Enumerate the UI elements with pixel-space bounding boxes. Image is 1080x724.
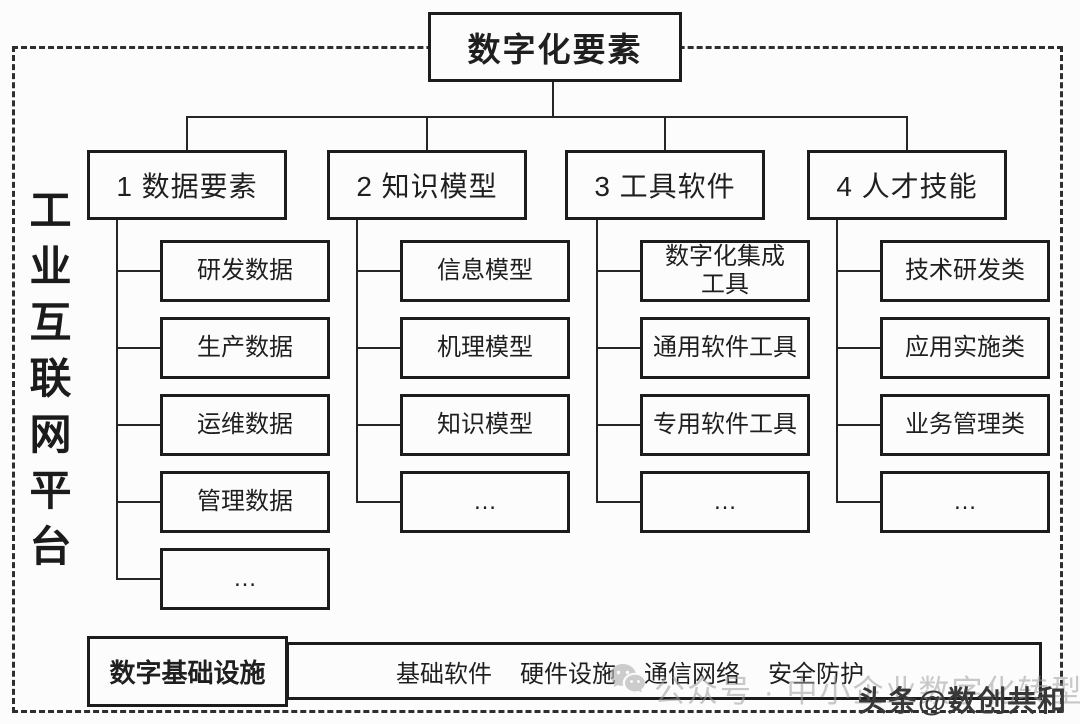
connector-spine-branch-2 xyxy=(356,220,358,503)
child-node-label: 业务管理类 xyxy=(905,411,1025,439)
connector-stub xyxy=(836,270,880,272)
child-node-ellipsis: … xyxy=(640,471,810,533)
infrastructure-item: 安全防护 xyxy=(768,660,864,688)
branch-label: 2 知识模型 xyxy=(356,171,498,202)
root-node: 数字化要素 xyxy=(428,12,682,82)
connector-spine-branch-3 xyxy=(596,220,598,503)
child-node: 研发数据 xyxy=(160,240,330,302)
child-node-ellipsis: … xyxy=(400,471,570,533)
connector-drop-branch-2 xyxy=(426,116,428,150)
connector-main-rail xyxy=(186,116,908,118)
watermark-dark-text: 头条@数创共和 xyxy=(858,686,1068,718)
child-node: 信息模型 xyxy=(400,240,570,302)
connector-stub xyxy=(116,578,160,580)
watermark-light-text: 公众号 · 中小企业数字化转型 xyxy=(654,674,1080,709)
child-node: 机理模型 xyxy=(400,317,570,379)
child-node-label: 技术研发类 xyxy=(905,257,1025,285)
child-node: 管理数据 xyxy=(160,471,330,533)
connector-stub xyxy=(836,501,880,503)
child-node-label: 运维数据 xyxy=(197,411,293,439)
platform-label: 工业互联网平台 xyxy=(24,188,71,580)
child-node-label: 专用软件工具 xyxy=(653,411,797,439)
branch-label: 3 工具软件 xyxy=(594,171,736,202)
connector-stub xyxy=(596,270,640,272)
connector-stub xyxy=(116,424,160,426)
connector-stub xyxy=(836,347,880,349)
branch-node-knowledge: 2 知识模型 xyxy=(327,150,527,220)
root-node-label: 数字化要素 xyxy=(467,31,643,68)
branch-label: 4 人才技能 xyxy=(836,171,978,202)
wechat-icon xyxy=(610,664,645,693)
child-node-ellipsis: … xyxy=(160,548,330,610)
infrastructure-title-label: 数字基础设施 xyxy=(109,658,266,688)
connector-stub xyxy=(356,424,400,426)
connector-stub xyxy=(116,270,160,272)
branch-node-tools: 3 工具软件 xyxy=(565,150,765,220)
connector-spine-branch-1 xyxy=(116,220,118,580)
child-node-label: 应用实施类 xyxy=(905,334,1025,362)
connector-drop-branch-4 xyxy=(906,116,908,150)
child-node: 生产数据 xyxy=(160,317,330,379)
child-node-label: … xyxy=(953,488,977,516)
connector-stub xyxy=(596,347,640,349)
infrastructure-item: 基础软件 xyxy=(396,660,492,688)
connector-stub xyxy=(836,424,880,426)
child-node-label: 机理模型 xyxy=(437,334,533,362)
infrastructure-title-box: 数字基础设施 xyxy=(87,636,288,707)
connector-stub xyxy=(596,501,640,503)
connector-drop-branch-3 xyxy=(664,116,666,150)
connector-stub xyxy=(116,347,160,349)
child-node-label: 知识模型 xyxy=(437,411,533,439)
child-node: 通用软件工具 xyxy=(640,317,810,379)
infrastructure-bar: 基础软件 硬件设施 通信网络 安全防护 xyxy=(286,642,1042,700)
child-node: 数字化集成 工具 xyxy=(640,240,810,302)
child-node: 技术研发类 xyxy=(880,240,1050,302)
child-node-label: … xyxy=(713,488,737,516)
child-node-label: 数字化集成 工具 xyxy=(665,243,785,298)
branch-node-talent: 4 人才技能 xyxy=(807,150,1007,220)
child-node-label: … xyxy=(233,565,257,593)
connector-stub xyxy=(356,501,400,503)
branch-node-data: 1 数据要素 xyxy=(87,150,287,220)
child-node: 运维数据 xyxy=(160,394,330,456)
infrastructure-item: 硬件设施 xyxy=(520,660,616,688)
connector-stub xyxy=(596,424,640,426)
child-node-label: 生产数据 xyxy=(197,334,293,362)
child-node-ellipsis: … xyxy=(880,471,1050,533)
child-node-label: 通用软件工具 xyxy=(653,334,797,362)
connector-stub xyxy=(356,347,400,349)
child-node-label: … xyxy=(473,488,497,516)
connector-root-vertical xyxy=(552,82,554,117)
infrastructure-item: 通信网络 xyxy=(644,660,740,688)
child-node: 应用实施类 xyxy=(880,317,1050,379)
connector-drop-branch-1 xyxy=(186,116,188,150)
child-node-label: 管理数据 xyxy=(197,488,293,516)
child-node: 知识模型 xyxy=(400,394,570,456)
connector-stub xyxy=(116,501,160,503)
child-node-label: 研发数据 xyxy=(197,257,293,285)
child-node: 业务管理类 xyxy=(880,394,1050,456)
child-node: 专用软件工具 xyxy=(640,394,810,456)
branch-label: 1 数据要素 xyxy=(116,171,258,202)
child-node-label: 信息模型 xyxy=(437,257,533,285)
connector-spine-branch-4 xyxy=(836,220,838,503)
connector-stub xyxy=(356,270,400,272)
